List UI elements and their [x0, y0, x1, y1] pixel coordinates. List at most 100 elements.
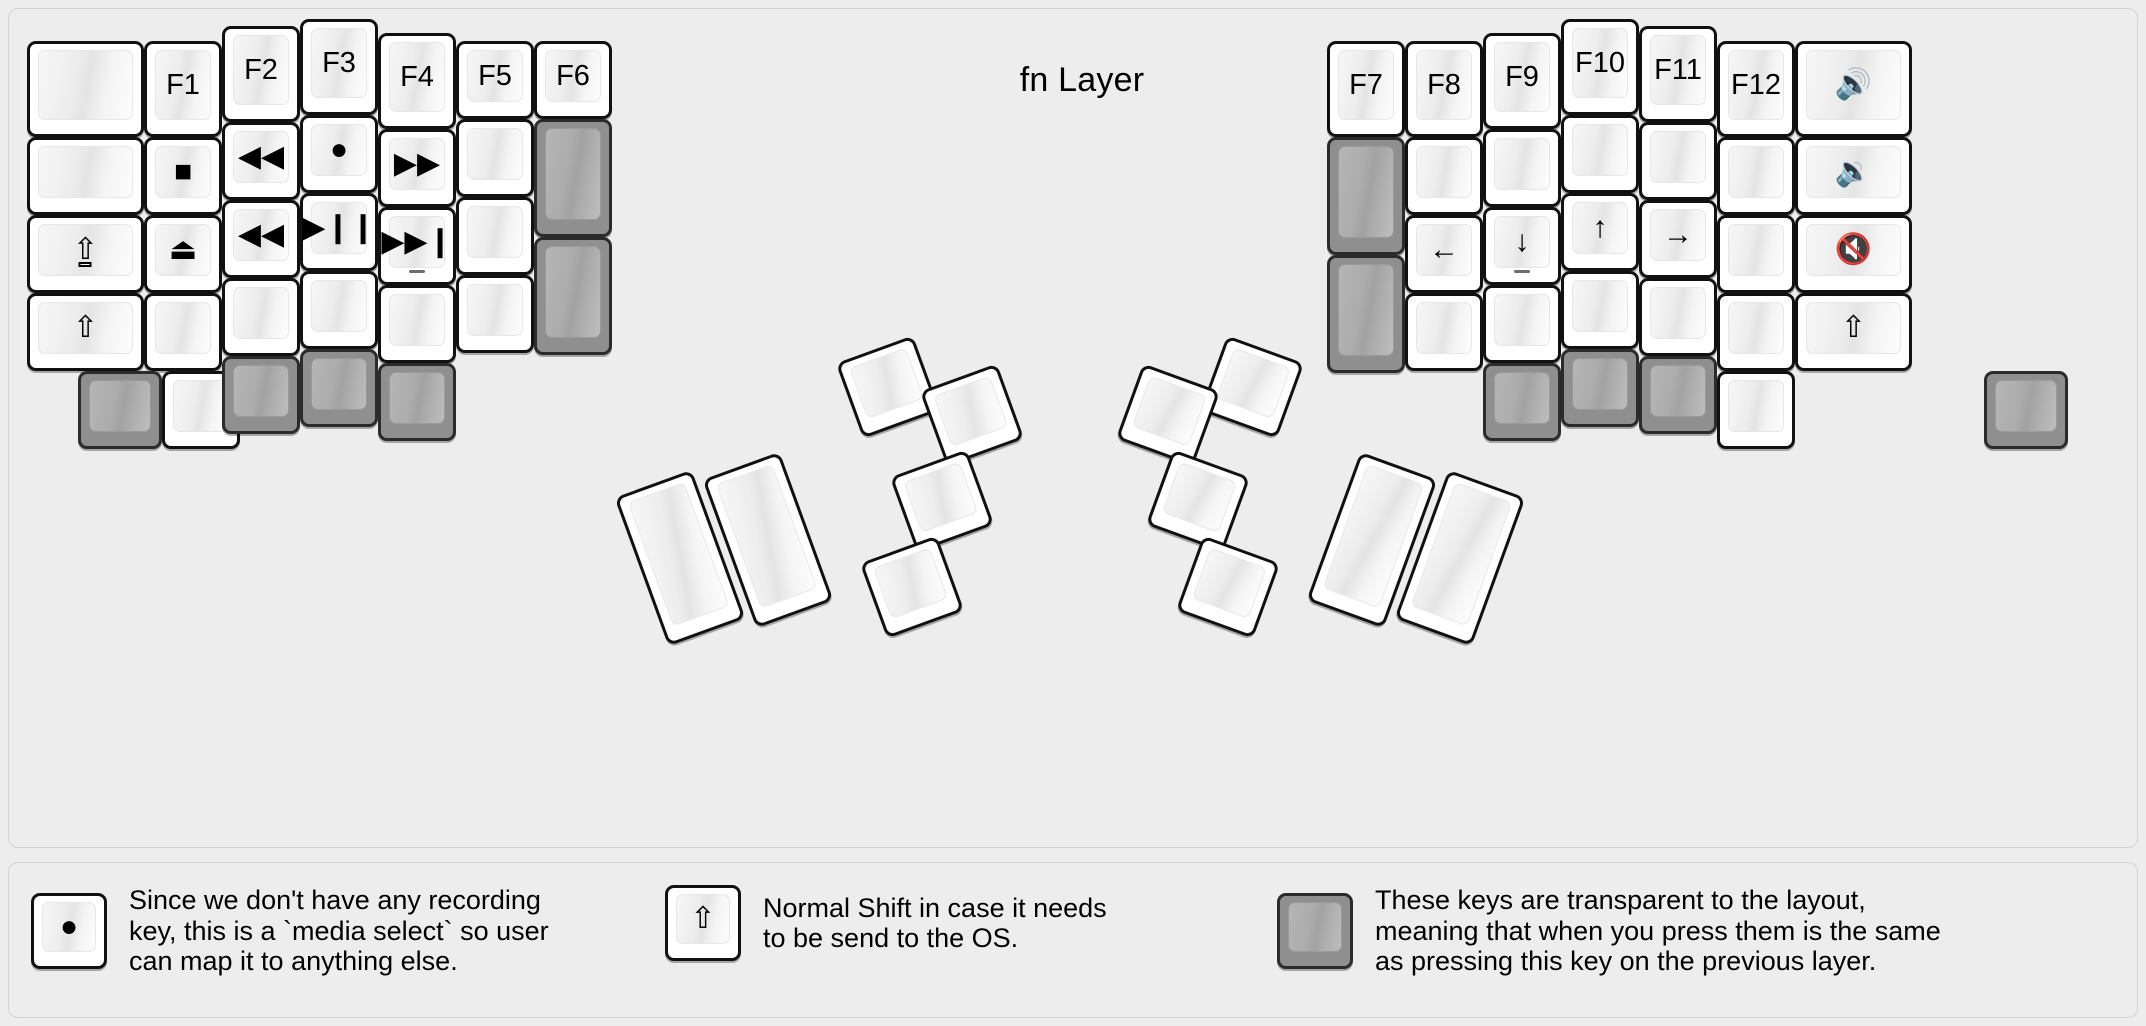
- left-r4-blank5[interactable]: [456, 275, 534, 353]
- left-r2-record[interactable]: ●: [300, 115, 378, 193]
- left-r2-rewind-legend: ◀◀: [237, 140, 285, 173]
- right-r4-blank11[interactable]: [1717, 293, 1795, 371]
- left-r1-f5-legend: F5: [478, 59, 512, 92]
- left-r2-c1-blank[interactable]: [27, 137, 144, 215]
- thumb-right-1u-bot[interactable]: [1175, 535, 1281, 639]
- legend-transparent-key[interactable]: [1277, 892, 1353, 969]
- left-r1-f1[interactable]: F1: [144, 41, 222, 137]
- left-r2-transparent-tall[interactable]: [534, 119, 612, 237]
- left-r3-transparent-tall[interactable]: [534, 237, 612, 355]
- right-r4-shift[interactable]: ⇧: [1795, 293, 1912, 371]
- right-r4-blank10[interactable]: [1639, 278, 1717, 356]
- right-r1-f9-face: F9: [1494, 42, 1550, 112]
- right-r5-transparent6[interactable]: [1561, 349, 1639, 427]
- left-r5-transparent3-face: [311, 358, 367, 410]
- right-r5-transparent5[interactable]: [1483, 363, 1561, 441]
- right-r3-mute[interactable]: 🔇: [1795, 215, 1912, 293]
- right-r3-transparent-tall2[interactable]: [1327, 255, 1405, 373]
- thumb-left-1u-bot[interactable]: [859, 535, 965, 639]
- left-r2-fastforward[interactable]: ▶▶: [378, 129, 456, 207]
- thumb-left-1u-top-a[interactable]: [835, 335, 941, 439]
- thumb-left-1u-mid-face: [903, 461, 979, 533]
- right-r2-blank[interactable]: [1405, 137, 1483, 215]
- right-r1-f8[interactable]: F8: [1405, 41, 1483, 137]
- right-r3-arrow-right-face: →: [1650, 209, 1706, 261]
- left-r2-stop[interactable]: ■: [144, 137, 222, 215]
- left-r1-f4[interactable]: F4: [378, 33, 456, 129]
- left-r3-eject-legend: ⏏: [168, 233, 198, 266]
- right-r1-f12[interactable]: F12: [1717, 41, 1795, 137]
- thumb-right-1u-top-a[interactable]: [1199, 335, 1305, 439]
- right-r2-blank2[interactable]: [1483, 129, 1561, 207]
- left-r4-blank4[interactable]: [378, 285, 456, 363]
- right-r5-transparent8[interactable]: [1984, 371, 2068, 449]
- right-r1-f7-face: F7: [1338, 50, 1394, 120]
- right-r4-blank8[interactable]: [1483, 285, 1561, 363]
- right-r1-f7[interactable]: F7: [1327, 41, 1405, 137]
- right-r2-voldown-legend: 🔉: [1834, 155, 1873, 188]
- thumb-right-1u-top-b-face: [1131, 375, 1207, 447]
- right-r1-f10-face: F10: [1572, 28, 1628, 98]
- left-r4-shift[interactable]: ⇧: [27, 293, 144, 371]
- left-r3-capslock[interactable]: ⇧: [27, 215, 144, 293]
- thumb-right-1u-top-b[interactable]: [1115, 363, 1221, 467]
- right-r2-blank5[interactable]: [1717, 137, 1795, 215]
- legend-record-key[interactable]: ●: [31, 892, 107, 969]
- left-r4-blank2[interactable]: [222, 278, 300, 356]
- right-r4-blank7[interactable]: [1405, 293, 1483, 371]
- right-r2-transparent-tall[interactable]: [1327, 137, 1405, 255]
- right-r3-arrow-right[interactable]: →: [1639, 200, 1717, 278]
- right-r1-f8-legend: F8: [1427, 68, 1461, 101]
- right-r2-voldown[interactable]: 🔉: [1795, 137, 1912, 215]
- right-r4-shift-face: ⇧: [1806, 302, 1901, 354]
- left-r3-capslock-caps-bar: [78, 262, 92, 267]
- right-r4-blank9[interactable]: [1561, 271, 1639, 349]
- left-r1-f2[interactable]: F2: [222, 26, 300, 122]
- right-r3-arrow-right-legend: →: [1663, 218, 1693, 251]
- legend-shift-key[interactable]: ⇧: [665, 885, 741, 961]
- left-r3-blank[interactable]: [456, 197, 534, 275]
- left-r1-f6[interactable]: F6: [534, 41, 612, 119]
- left-r3-prevtrack[interactable]: ◀◀: [222, 200, 300, 278]
- right-r3-arrow-down[interactable]: ↓: [1483, 207, 1561, 285]
- right-r2-blank4[interactable]: [1639, 122, 1717, 200]
- left-r5-blank-face: [173, 380, 229, 432]
- right-r1-f9[interactable]: F9: [1483, 33, 1561, 129]
- left-r1-f6-legend: F6: [556, 59, 590, 92]
- left-r2-rewind[interactable]: ◀◀: [222, 122, 300, 200]
- left-r3-prevtrack-legend: ◀◀: [237, 218, 285, 251]
- left-r5-transparent2[interactable]: [222, 356, 300, 434]
- left-r5-transparent-face: [89, 380, 151, 432]
- right-r1-f10[interactable]: F10: [1561, 19, 1639, 115]
- left-r1-c1-blank[interactable]: [27, 41, 144, 137]
- left-r1-f4-face: F4: [389, 42, 445, 112]
- right-r3-arrow-up[interactable]: ↑: [1561, 193, 1639, 271]
- legend-shift-glyph-icon: ⇧: [690, 902, 716, 935]
- left-r1-f3[interactable]: F3: [300, 19, 378, 115]
- right-r1-f11[interactable]: F11: [1639, 26, 1717, 122]
- left-r5-transparent[interactable]: [78, 371, 162, 449]
- left-r3-eject[interactable]: ⏏: [144, 215, 222, 293]
- left-r1-f5[interactable]: F5: [456, 41, 534, 119]
- thumb-left-1u-mid[interactable]: [889, 449, 995, 553]
- thumb-right-1u-mid-face: [1161, 461, 1237, 533]
- right-r3-arrow-left[interactable]: ←: [1405, 215, 1483, 293]
- right-r2-transparent-tall-face: [1338, 146, 1394, 238]
- thumb-right-1u-mid[interactable]: [1145, 449, 1251, 553]
- thumb-left-1u-top-b[interactable]: [919, 363, 1025, 467]
- right-r5-transparent7[interactable]: [1639, 356, 1717, 434]
- left-r4-blank1[interactable]: [144, 293, 222, 371]
- left-r4-blank3[interactable]: [300, 271, 378, 349]
- left-r5-transparent4[interactable]: [378, 363, 456, 441]
- left-r2-c1-blank-face: [38, 146, 133, 198]
- right-r5-blank12[interactable]: [1717, 371, 1795, 449]
- right-r1-volup[interactable]: 🔊: [1795, 41, 1912, 137]
- left-r5-transparent2-face: [233, 365, 289, 417]
- right-r3-blank6[interactable]: [1717, 215, 1795, 293]
- right-r2-blank3[interactable]: [1561, 115, 1639, 193]
- left-r2-blank[interactable]: [456, 119, 534, 197]
- left-r3-nexttrack[interactable]: ▶▶❙: [378, 207, 456, 285]
- left-r5-transparent3[interactable]: [300, 349, 378, 427]
- left-r3-playpause[interactable]: ▶❙❙: [300, 193, 378, 271]
